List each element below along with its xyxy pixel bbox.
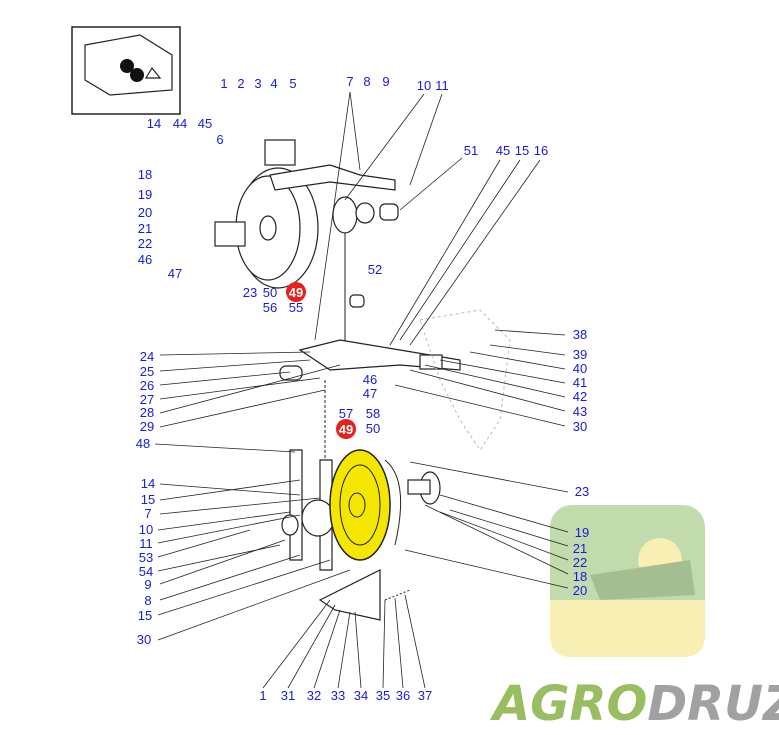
part-label: 52: [368, 262, 382, 277]
part-label: 46: [138, 252, 152, 267]
part-label: 36: [396, 688, 410, 703]
part-label: 15: [141, 492, 155, 507]
part-label: 29: [140, 419, 154, 434]
part-label: 21: [138, 221, 152, 236]
part-label: 45: [496, 143, 510, 158]
part-label: 15: [138, 608, 152, 623]
part-labels-top: 1 2 3 4 5 7 8 9 10 11 14 44 45 6 18 19 2…: [138, 74, 548, 315]
part-label: 40: [573, 361, 587, 376]
part-label: 43: [573, 404, 587, 419]
part-labels-middle-right: 38 39 40 41 42 43 30: [573, 327, 587, 434]
part-label: 50: [366, 421, 380, 436]
part-label: 4: [270, 76, 277, 91]
part-label: 37: [418, 688, 432, 703]
part-label: 23: [243, 285, 257, 300]
part-labels-bottom: 1 31 32 33 34 35 36 37: [259, 688, 432, 703]
part-label: 42: [573, 389, 587, 404]
callout-badge: [286, 282, 306, 302]
watermark-logo: [550, 505, 705, 657]
part-label: 11: [139, 536, 153, 551]
part-label: 28: [140, 405, 154, 420]
part-label: 14: [147, 116, 161, 131]
part-label: 30: [573, 419, 587, 434]
part-label: 18: [138, 167, 152, 182]
part-label: 33: [331, 688, 345, 703]
part-label: 24: [140, 349, 154, 364]
middle-linkage: [279, 309, 511, 470]
callout-label: 49: [339, 422, 353, 437]
part-label: 7: [346, 74, 353, 89]
part-label: 2: [237, 76, 244, 91]
part-labels-lower-left: 48 14 15 7 10 11 53 54 9 8 15 30: [136, 436, 155, 647]
part-label: 1: [220, 76, 227, 91]
part-label: 21: [573, 541, 587, 556]
part-label: 27: [140, 392, 154, 407]
part-label: 10: [417, 78, 431, 93]
part-label: 50: [263, 285, 277, 300]
part-label: 53: [139, 550, 153, 565]
part-label: 15: [515, 143, 529, 158]
part-label: 19: [138, 187, 152, 202]
part-label: 9: [382, 74, 389, 89]
watermark-druzi: DRUZI: [647, 676, 779, 732]
part-label: 20: [573, 583, 587, 598]
part-label: 16: [534, 143, 548, 158]
part-label: 5: [289, 76, 296, 91]
part-label: 19: [575, 525, 589, 540]
callout-label: 49: [289, 285, 303, 300]
part-label: 11: [435, 78, 449, 93]
lower-pulley-assembly: [281, 449, 441, 621]
callout-badge: [336, 419, 356, 439]
part-label: 1: [259, 688, 266, 703]
part-label: 20: [138, 205, 152, 220]
part-label: 38: [573, 327, 587, 342]
part-label: 9: [144, 577, 151, 592]
leader-lines: [154, 91, 569, 689]
part-label: 26: [140, 378, 154, 393]
part-label: 10: [139, 522, 153, 537]
part-label: 51: [464, 143, 478, 158]
part-label: 7: [144, 506, 151, 521]
part-label: 47: [363, 386, 377, 401]
part-label: 41: [573, 375, 587, 390]
part-labels-middle-left: 24 25 26 27 28 29: [140, 349, 154, 434]
part-label: 54: [139, 564, 153, 579]
part-label: 55: [289, 300, 303, 315]
part-label: 14: [141, 476, 155, 491]
part-label: 8: [363, 74, 370, 89]
part-label: 22: [573, 555, 587, 570]
part-label: 31: [281, 688, 295, 703]
part-label: 25: [140, 364, 154, 379]
part-label: 57: [339, 406, 353, 421]
part-label: 22: [138, 236, 152, 251]
part-label: 6: [216, 132, 223, 147]
part-label: 45: [198, 116, 212, 131]
part-label: 3: [254, 76, 261, 91]
part-label: 34: [354, 688, 368, 703]
part-label: 35: [376, 688, 390, 703]
watermark-text: AGRODRUZI: [489, 676, 779, 732]
part-label: 30: [137, 632, 151, 647]
part-label: 46: [363, 372, 377, 387]
part-label: 23: [575, 484, 589, 499]
part-label: 56: [263, 300, 277, 315]
part-labels-lower-right: 23 19 21 22 18 20: [573, 484, 589, 598]
part-labels-middle-center: 46 47 57 58 49 50: [336, 372, 380, 439]
part-label: 58: [366, 406, 380, 421]
part-label: 32: [307, 688, 321, 703]
thumbnail-machine-icon: [71, 26, 181, 115]
watermark-agro: AGRO: [489, 676, 647, 732]
part-label: 18: [573, 569, 587, 584]
upper-clutch-assembly: [214, 139, 399, 350]
part-label: 8: [144, 593, 151, 608]
part-label: 44: [173, 116, 187, 131]
part-label: 48: [136, 436, 150, 451]
part-label: 39: [573, 347, 587, 362]
part-label: 47: [168, 266, 182, 281]
